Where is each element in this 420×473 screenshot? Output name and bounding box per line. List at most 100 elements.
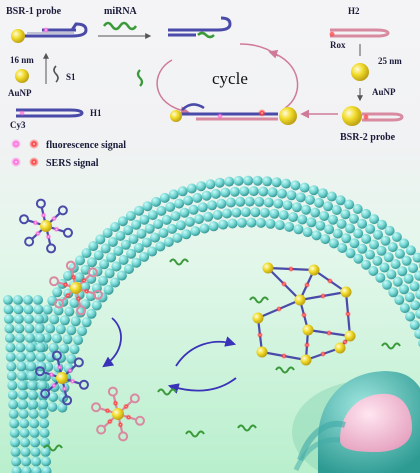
- membrane-bead: [10, 447, 21, 457]
- membrane-bead: [30, 447, 41, 457]
- signal-glow: [104, 407, 111, 414]
- membrane-bead: [208, 221, 219, 232]
- membrane-bead: [310, 207, 321, 218]
- membrane-bead: [288, 212, 299, 223]
- membrane-bead: [81, 248, 92, 259]
- membrane-bead: [188, 204, 199, 215]
- membrane-bead: [39, 428, 50, 438]
- membrane-bead: [11, 456, 22, 467]
- membrane-bead: [6, 361, 17, 372]
- signal-glow: [112, 400, 119, 407]
- hairpin-loop: [49, 276, 60, 287]
- membrane-bead: [115, 230, 126, 241]
- hairpin-loop: [62, 227, 73, 238]
- mirna-squiggle: [237, 424, 257, 432]
- membrane-bead: [16, 371, 27, 381]
- membrane-bead: [278, 210, 289, 221]
- hairpin-loop: [91, 402, 102, 413]
- membrane-bead: [163, 237, 174, 247]
- membrane-bead: [380, 235, 391, 246]
- membrane-bead: [267, 187, 278, 198]
- membrane-bead: [205, 179, 216, 190]
- membrane-bead: [179, 207, 190, 218]
- membrane-bead: [284, 221, 295, 232]
- membrane-bead: [5, 352, 16, 362]
- membrane-bead: [17, 380, 28, 391]
- hairpin-loop: [51, 350, 62, 361]
- membrane-bead: [20, 437, 31, 448]
- membrane-bead: [159, 192, 170, 203]
- gold-nanoparticle: [70, 282, 82, 294]
- membrane-bead: [28, 409, 39, 419]
- membrane-bead: [340, 209, 351, 220]
- membrane-bead: [373, 229, 383, 240]
- membrane-bead: [147, 210, 158, 221]
- membrane-bead: [13, 304, 24, 315]
- membrane-bead: [139, 251, 150, 262]
- cycle-arrow-left: [156, 59, 190, 116]
- network-nanoparticle: [344, 330, 356, 342]
- membrane-bead: [227, 218, 238, 229]
- membrane-bead: [25, 352, 36, 362]
- membrane-bead: [10, 437, 21, 448]
- network-nanoparticle: [340, 286, 352, 298]
- mirna-squiggle: [249, 296, 269, 304]
- hairpin-loop: [76, 305, 87, 316]
- membrane-bead: [274, 220, 285, 231]
- membrane-bead: [18, 409, 29, 419]
- cycle-arrow-top: [239, 43, 279, 57]
- network-signal: [281, 353, 287, 359]
- signal-glow: [62, 281, 69, 288]
- membrane-bead: [365, 249, 375, 260]
- membrane-bead: [240, 207, 251, 218]
- aunp-16nm: [15, 69, 29, 83]
- network-signal: [345, 311, 351, 317]
- mirna-released: [136, 69, 144, 87]
- membrane-bead: [214, 177, 225, 188]
- membrane-bead: [55, 324, 66, 335]
- signal-glow: [34, 230, 41, 237]
- hairpin-loop: [78, 379, 89, 390]
- membrane-bead: [317, 188, 328, 199]
- membrane-bead: [388, 287, 399, 298]
- membrane-bead: [66, 353, 77, 364]
- probe-cluster-bsr1-membrane: [19, 198, 73, 254]
- membrane-bead: [35, 352, 46, 362]
- membrane-bead: [142, 201, 153, 212]
- gold-nanoparticle: [112, 408, 124, 420]
- membrane-bead: [305, 194, 315, 205]
- membrane-bead: [263, 197, 274, 208]
- label-s1: S1: [66, 72, 76, 82]
- membrane-bead: [252, 175, 263, 186]
- membrane-bead: [95, 234, 106, 245]
- s1-strand: [53, 65, 59, 83]
- membrane-bead: [150, 232, 160, 243]
- label-cycle: cycle: [212, 69, 248, 88]
- membrane-bead: [369, 239, 379, 250]
- legend-fluor-swatch-2: [29, 139, 39, 149]
- signal-glow: [67, 367, 74, 374]
- membrane-bead: [8, 409, 19, 419]
- membrane-bead: [335, 195, 346, 206]
- membrane-bead: [110, 222, 121, 232]
- membrane-bead: [256, 217, 266, 228]
- membrane-bead: [34, 333, 45, 343]
- membrane-bead: [336, 218, 347, 229]
- membrane-bead: [409, 281, 420, 292]
- membrane-bead: [403, 273, 414, 284]
- membrane-bead: [348, 213, 359, 224]
- membrane-bead: [332, 228, 343, 239]
- membrane-bead: [376, 245, 387, 256]
- membrane-bead: [254, 196, 265, 207]
- signal-glow: [125, 414, 132, 421]
- probe-cluster-bsr1-inside: [35, 350, 89, 406]
- membrane-bead: [62, 334, 73, 345]
- probe-cluster-bsr2-membrane: [49, 260, 103, 316]
- membrane-bead: [277, 188, 288, 199]
- hairpin-loop: [19, 214, 30, 225]
- membrane-bead: [28, 399, 39, 410]
- signal-glow: [48, 371, 55, 378]
- signal-glow: [50, 382, 57, 389]
- membrane-bead: [116, 270, 127, 281]
- membrane-bead: [97, 292, 108, 303]
